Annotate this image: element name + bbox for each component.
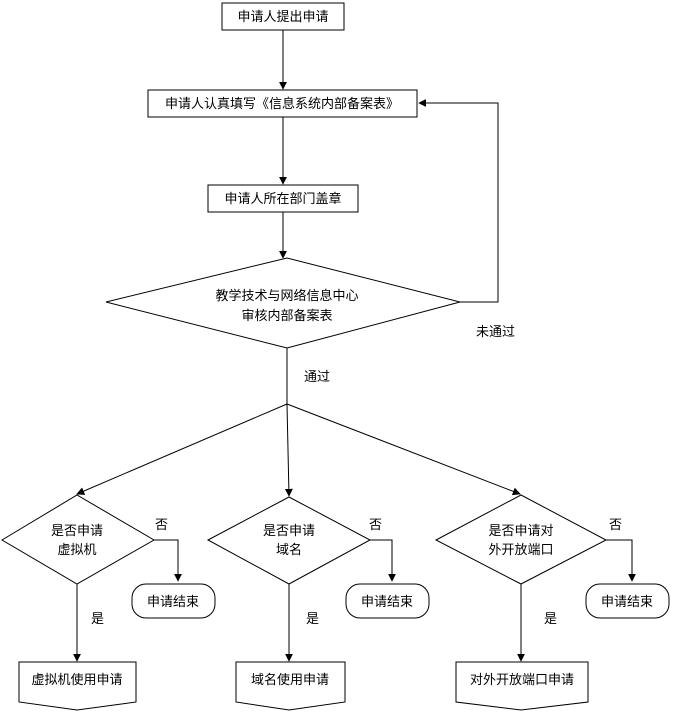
node-port-apply-text: 对外开放端口申请 (470, 673, 574, 688)
node-port-apply: 对外开放端口申请 (455, 661, 589, 711)
node-domain-question: 是否申请 域名 (206, 496, 372, 585)
edge-vm-no (154, 539, 182, 582)
edge-branch-vm (76, 403, 288, 495)
node-port-end: 申请结束 (585, 583, 670, 619)
node-apply: 申请人提出申请 (221, 2, 345, 31)
edge-branch-port (286, 403, 521, 496)
node-vm-question-line1: 是否申请 (51, 524, 103, 539)
node-domain-apply-text: 域名使用申请 (251, 672, 329, 688)
node-dept-stamp: 申请人所在部门盖章 (207, 184, 359, 213)
node-domain-question-line2: 域名 (276, 542, 302, 558)
node-port-end-text: 申请结束 (601, 595, 653, 610)
node-vm-end-text: 申请结束 (147, 595, 199, 610)
node-vm-end: 申请结束 (131, 583, 216, 619)
node-fill-form: 申请人认真填写《信息系统内部备案表》 (147, 89, 418, 118)
node-port-question: 是否申请对 外开放端口 (434, 494, 608, 585)
node-review: 教学技术与网络信息中心 审核内部备案表 (105, 257, 462, 349)
label-vm-no: 否 (155, 518, 168, 533)
label-port-no: 否 (609, 518, 622, 533)
node-domain-apply: 域名使用申请 (235, 661, 346, 711)
label-passed: 通过 (304, 370, 330, 385)
node-port-question-line1: 是否申请对 (488, 524, 553, 539)
edge-branch-domain (284, 403, 293, 497)
node-domain-question-line1: 是否申请 (263, 524, 315, 539)
node-review-text-line1: 教学技术与网络信息中心 (215, 288, 358, 304)
label-not-passed: 未通过 (476, 325, 515, 340)
edge-domain-no (370, 539, 396, 582)
edges (73, 30, 636, 662)
node-fill-form-text: 申请人认真填写《信息系统内部备案表》 (165, 96, 399, 112)
label-domain-yes: 是 (306, 612, 319, 627)
label-vm-yes: 是 (91, 612, 104, 627)
node-vm-question: 是否申请 虚拟机 (1, 494, 155, 585)
node-vm-apply: 虚拟机使用申请 (18, 661, 137, 711)
label-domain-no: 否 (369, 518, 382, 533)
node-vm-question-line2: 虚拟机 (57, 543, 96, 558)
node-review-text-line2: 审核内部备案表 (241, 308, 332, 324)
node-domain-end: 申请结束 (345, 583, 430, 619)
node-apply-text: 申请人提出申请 (237, 9, 328, 25)
edge-port-no (606, 539, 636, 582)
node-dept-stamp-text: 申请人所在部门盖章 (224, 191, 341, 207)
edge-review-not-passed-loop (418, 99, 499, 303)
node-port-question-line2: 外开放端口 (488, 543, 553, 558)
node-domain-end-text: 申请结束 (361, 595, 413, 610)
label-port-yes: 是 (544, 612, 557, 627)
node-vm-apply-text: 虚拟机使用申请 (31, 672, 122, 688)
